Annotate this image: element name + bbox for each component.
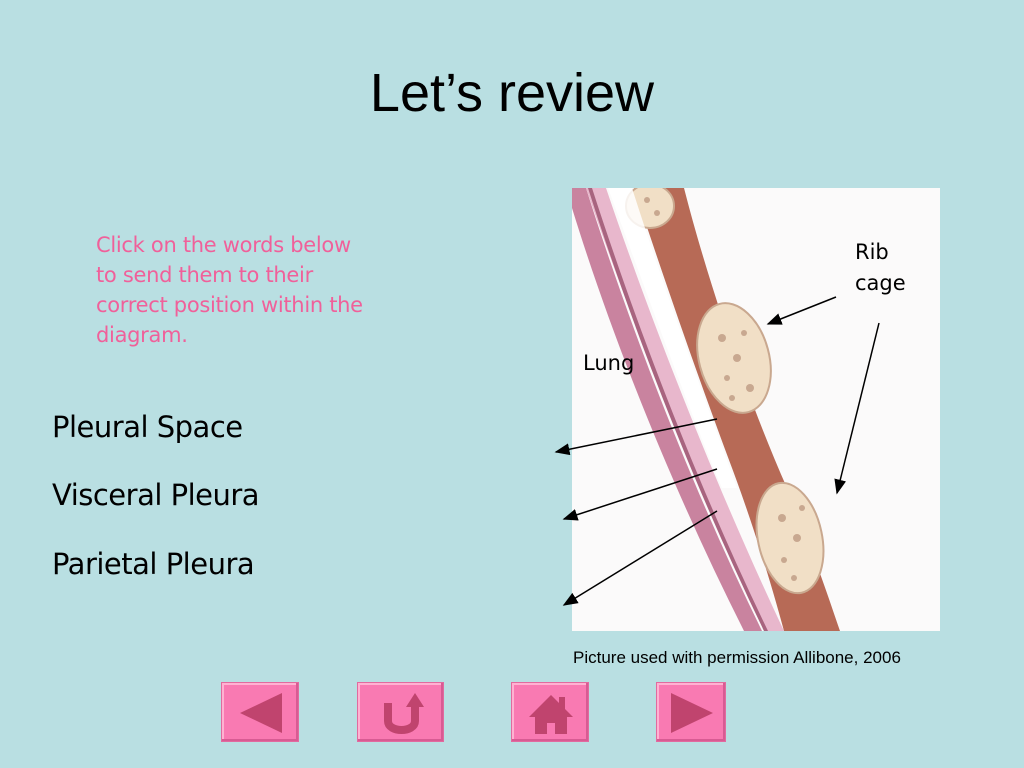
u-turn-arrow-icon (384, 693, 424, 734)
home-button[interactable] (511, 682, 589, 742)
house-icon (529, 695, 573, 734)
word-visceral-pleura[interactable]: Visceral Pleura (52, 478, 260, 512)
lung-label: Lung (583, 351, 635, 375)
right-triangle-icon (671, 693, 713, 733)
word-parietal-pleura[interactable]: Parietal Pleura (52, 547, 255, 581)
return-button[interactable] (357, 682, 444, 742)
image-credit-caption: Picture used with permission Allibone, 2… (573, 648, 901, 667)
word-pleural-space[interactable]: Pleural Space (52, 410, 243, 444)
instructions-text: Click on the words below to send them to… (96, 233, 363, 347)
slide-title: Let’s review (369, 63, 655, 123)
left-triangle-icon (240, 693, 282, 733)
rib-cage-label-line2: cage (855, 271, 906, 295)
rib-cage-label-line1: Rib (855, 240, 889, 264)
previous-button[interactable] (221, 682, 299, 742)
next-button[interactable] (656, 682, 726, 742)
